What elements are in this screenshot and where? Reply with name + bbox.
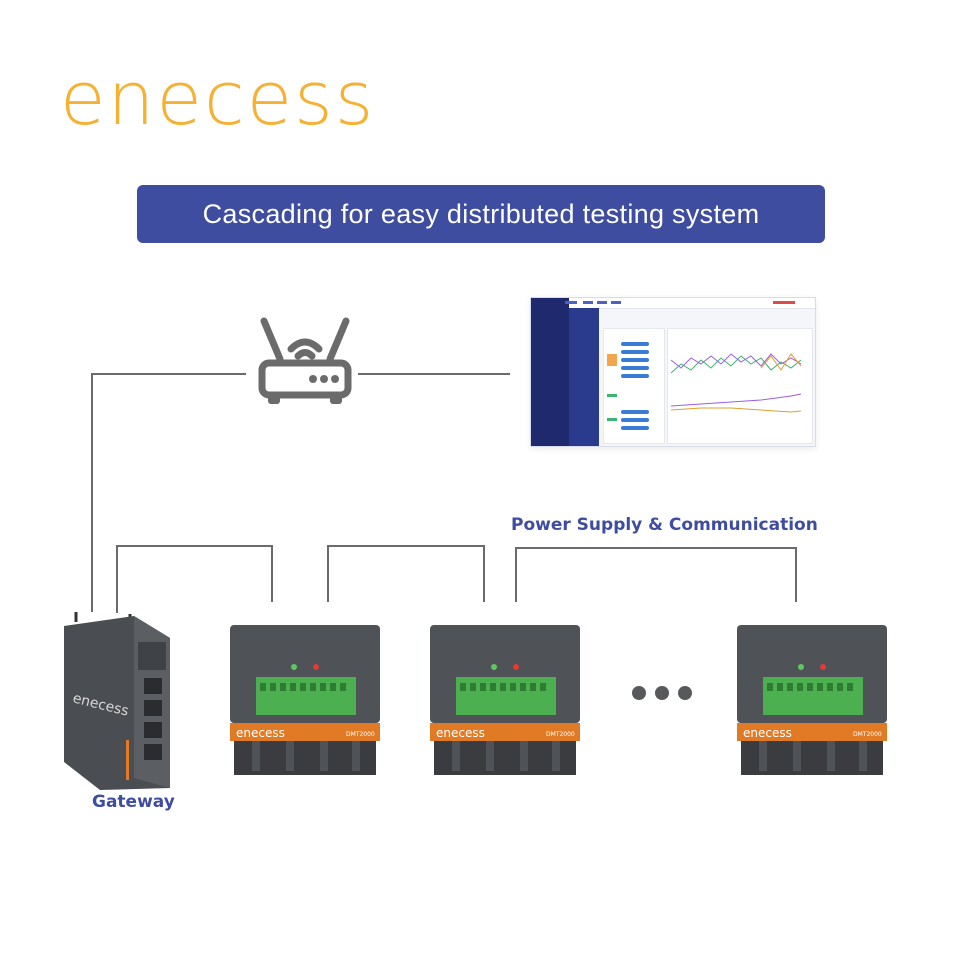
module-3-brand-text: enecess	[743, 726, 792, 740]
dashboard-device-panel	[603, 328, 665, 444]
dmt2000-module-2: enecess DMT2000	[430, 625, 580, 775]
power-supply-communication-label: Power Supply & Communication	[511, 515, 818, 535]
dashboard-thumbnail-graphics	[565, 301, 802, 430]
title-banner: Cascading for easy distributed testing s…	[137, 185, 825, 243]
dmt2000-module-3: enecess DMT2000	[737, 625, 887, 775]
module-2-brand-text: enecess	[436, 726, 485, 740]
gateway-to-module1-link	[116, 545, 273, 613]
monitoring-dashboard-screenshot	[530, 297, 816, 447]
banner-text: Cascading for easy distributed testing s…	[202, 198, 760, 229]
gateway-label: Gateway	[92, 792, 175, 812]
ellipsis-dot	[632, 686, 646, 700]
ellipsis-dot	[678, 686, 692, 700]
dashboard-chart-panel	[667, 328, 813, 444]
module-3-model-text: DMT2000	[853, 731, 882, 738]
dashboard-topbar	[569, 298, 815, 309]
gateway-device: enecess	[64, 612, 170, 790]
dmt2000-module-1: enecess DMT2000	[230, 625, 380, 775]
gateway-to-router-line	[91, 373, 246, 612]
module-1-model-text: DMT2000	[346, 731, 375, 738]
ellipsis-icon	[632, 686, 692, 700]
wifi-router-icon	[258, 317, 352, 404]
module2-to-module3-link	[515, 547, 797, 602]
dashboard-subnav	[569, 308, 599, 446]
enecess-logo: enecess	[60, 56, 376, 142]
module-2-model-text: DMT2000	[546, 731, 575, 738]
ellipsis-dot	[655, 686, 669, 700]
module-1-brand-text: enecess	[236, 726, 285, 740]
module1-to-module2-link	[327, 545, 485, 602]
dashboard-sidebar	[531, 298, 569, 446]
